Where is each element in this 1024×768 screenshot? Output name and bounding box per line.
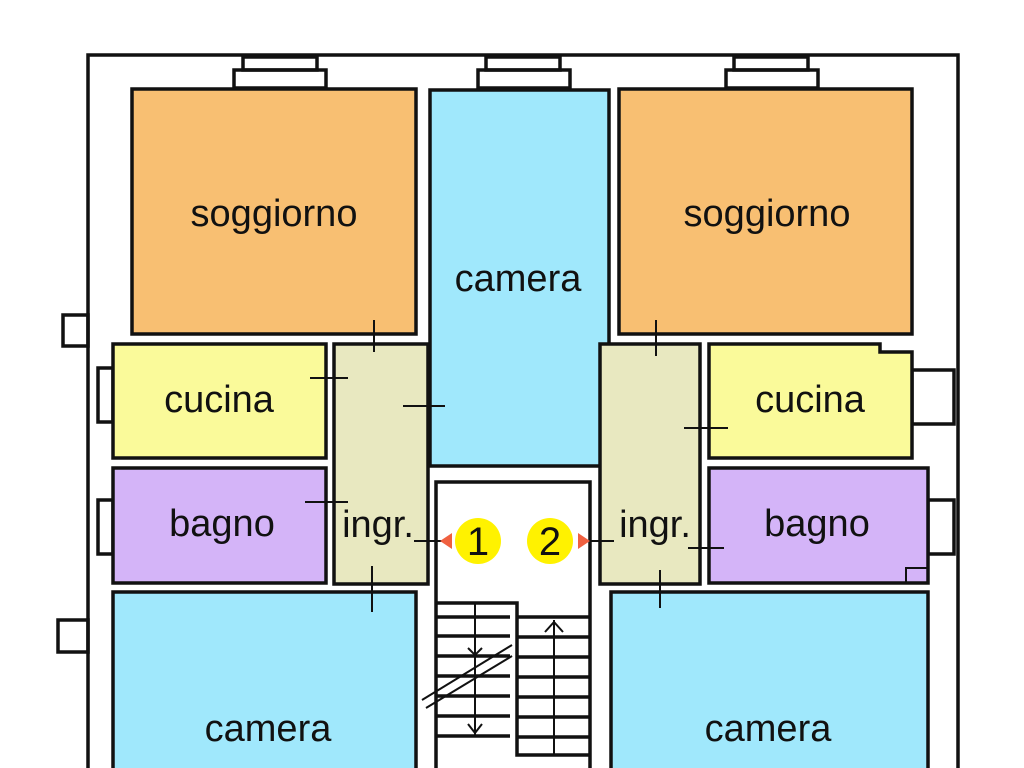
room-label: cucina xyxy=(755,379,866,421)
room-label: ingr. xyxy=(619,504,691,546)
window-right-cucina xyxy=(910,368,956,426)
window-left-cucina xyxy=(96,366,115,424)
room-ingresso-left: ingr. xyxy=(332,342,430,586)
stair-direction-arrows xyxy=(467,603,564,755)
room-label: soggiorno xyxy=(191,193,358,235)
room-soggiorno-left: soggiorno xyxy=(130,87,418,336)
room-label: bagno xyxy=(169,503,275,545)
room-camera-bottom-right: camera xyxy=(609,590,930,768)
door-marks xyxy=(305,320,728,612)
room-label: ingr. xyxy=(342,504,414,546)
window-top-left xyxy=(232,55,328,90)
room-cucina-left: cucina xyxy=(111,342,328,460)
window-top-center xyxy=(476,55,572,90)
pillar-left-upper xyxy=(61,313,90,348)
room-bagno-left: bagno xyxy=(111,466,328,585)
window-left-bagno xyxy=(96,498,115,556)
room-soggiorno-right: soggiorno xyxy=(617,87,914,336)
room-label: cucina xyxy=(164,379,275,421)
room-camera-bottom-left: camera xyxy=(111,590,418,768)
room-label: bagno xyxy=(764,503,870,545)
stairwell xyxy=(421,480,592,768)
arrow-right-icon xyxy=(578,533,590,549)
entrance-marker-2: 2 xyxy=(527,518,590,564)
room-label: camera xyxy=(205,708,333,750)
window-top-right xyxy=(724,55,820,90)
room-camera-center: camera xyxy=(428,88,611,468)
stair-break-line xyxy=(421,644,513,709)
entrance-marker-1: 1 xyxy=(440,518,501,564)
window-right-bagno xyxy=(926,498,956,556)
room-label: soggiorno xyxy=(684,193,851,235)
arrow-left-icon xyxy=(440,533,452,549)
room-ingresso-right: ingr. xyxy=(598,342,702,586)
room-label: camera xyxy=(705,708,833,750)
room-cucina-right: cucina xyxy=(707,342,914,460)
outer-wall xyxy=(86,53,960,768)
marker-number: 2 xyxy=(539,520,561,564)
pillar-left-lower xyxy=(56,618,90,654)
marker-number: 1 xyxy=(467,520,489,564)
room-label: camera xyxy=(455,258,583,300)
room-bagno-right: bagno xyxy=(707,466,930,585)
